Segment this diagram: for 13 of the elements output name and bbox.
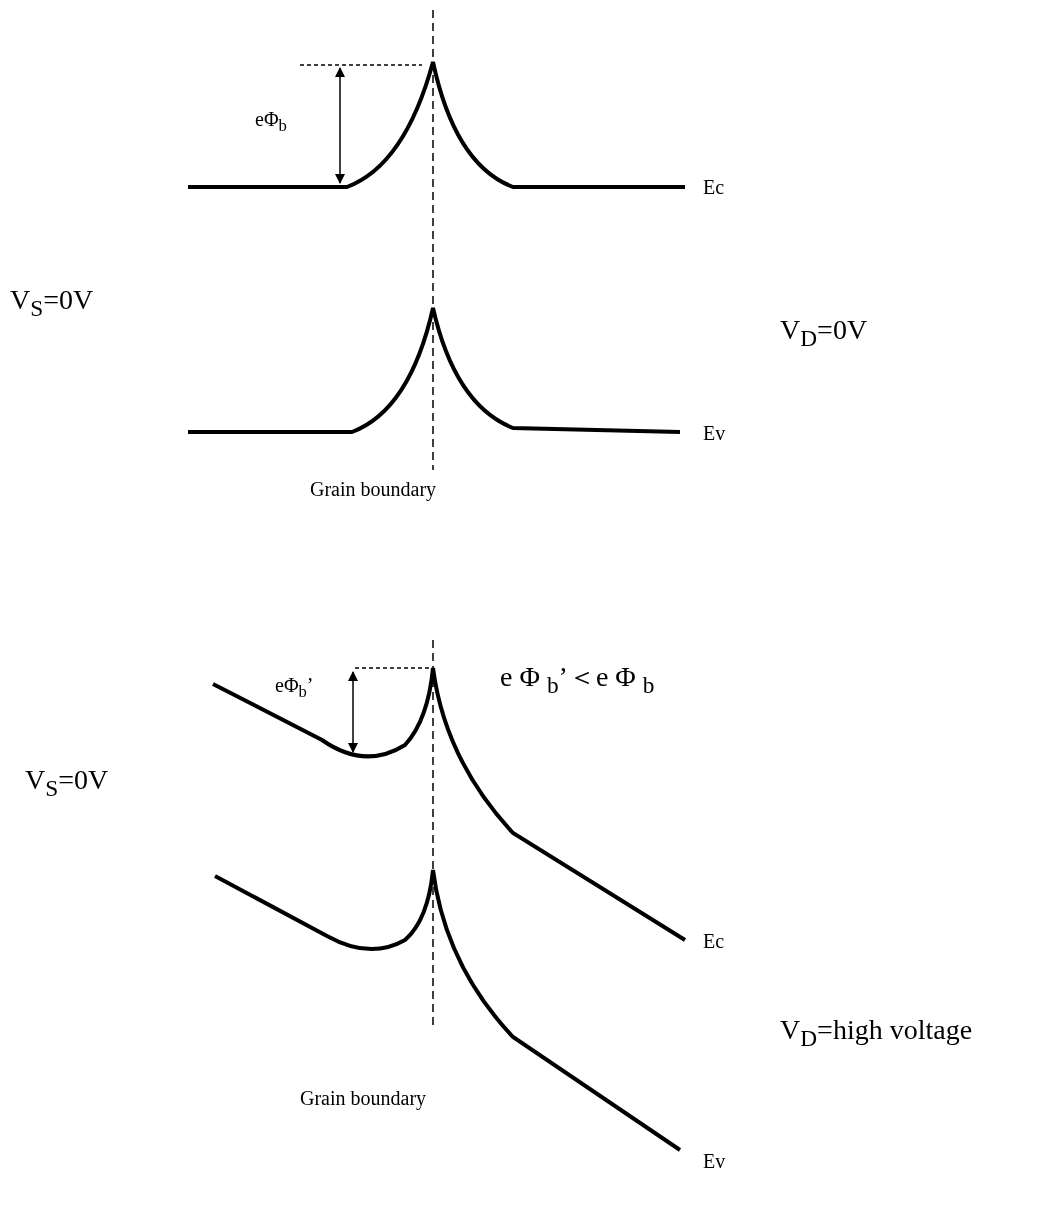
inequality-label: e Φ $_{b}$’＜e Φ $_{b}$ — [500, 662, 655, 699]
voltage-label: V$_{D}$=0V — [780, 315, 868, 352]
band-label: Ev — [703, 422, 726, 444]
boundary-label: Grain boundary — [310, 478, 437, 500]
band-label: Ev — [703, 1150, 726, 1172]
voltage-label: V$_{S}$=0V — [10, 285, 94, 322]
voltage-label: V$_{S}$=0V — [25, 765, 109, 802]
barrier-height-label: eΦ$_{b}$ — [255, 108, 287, 136]
boundary-label: Grain boundary — [300, 1087, 427, 1109]
barrier-height-label: eΦ$_{b}$’ — [275, 674, 314, 702]
band-label: Ec — [703, 930, 725, 952]
voltage-label: V$_{D}$=high voltage — [780, 1015, 973, 1052]
band-label: Ec — [703, 176, 725, 198]
